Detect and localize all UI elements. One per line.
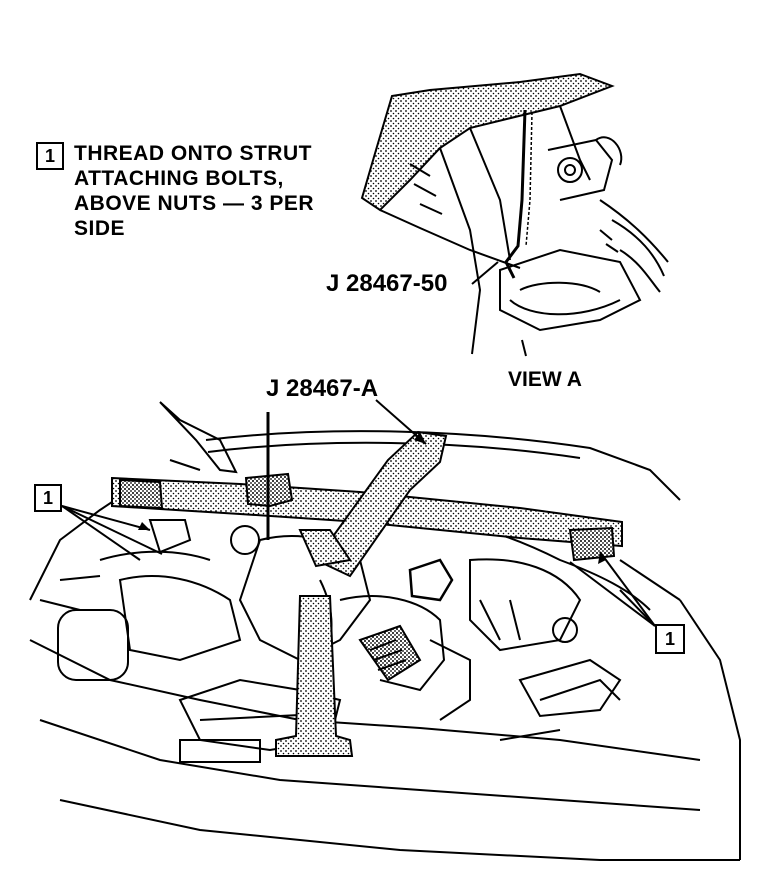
note-line-2: ATTACHING BOLTS, — [74, 167, 284, 190]
callout-left: 1 — [34, 484, 62, 512]
note-line-3: ABOVE NUTS — 3 PER — [74, 192, 315, 215]
tool-label-j28467-50: J 28467-50 — [326, 270, 448, 297]
front-leg — [275, 595, 354, 757]
note-callout-box: 1 — [36, 142, 64, 170]
support-fixture — [111, 412, 623, 757]
view-a-detail — [360, 72, 669, 357]
diagonal-arm — [314, 430, 448, 578]
callout-right: 1 — [655, 624, 685, 654]
note-line-1: THREAD ONTO STRUT — [74, 142, 312, 165]
leader-arrowheads — [138, 432, 606, 564]
tool-label-j28467-a: J 28467-A — [266, 375, 379, 402]
strut-tower-shape — [360, 72, 615, 212]
note-callout-number: 1 — [44, 145, 55, 166]
callout-right-number: 1 — [664, 628, 675, 649]
callout-left-number: 1 — [42, 487, 53, 508]
note-line-4: SIDE — [74, 217, 126, 240]
leader-lines — [61, 261, 656, 627]
view-a-title: VIEW A — [508, 368, 582, 391]
installation-note: THREAD ONTO STRUT ATTACHING BOLTS, ABOVE… — [74, 141, 314, 241]
